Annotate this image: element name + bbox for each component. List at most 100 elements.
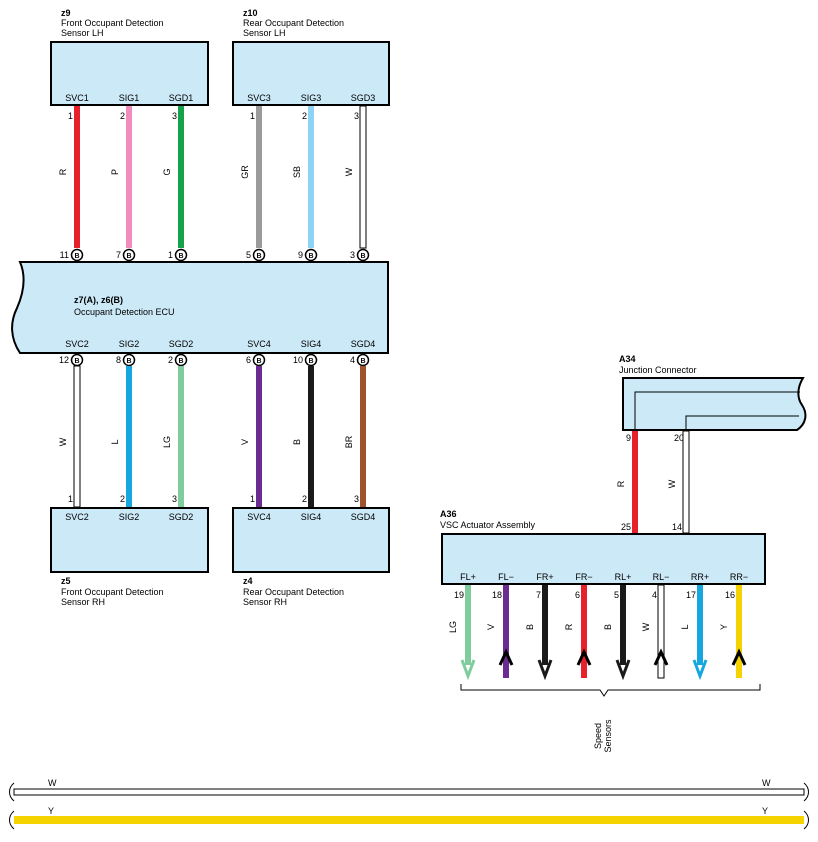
a34-junction-connector: A34 Junction Connector 9 20 bbox=[619, 354, 807, 443]
z4-pin-label-1: SVC4 bbox=[247, 512, 271, 522]
z10-ecu-pin-num-3: 3 bbox=[350, 250, 355, 260]
z4-wire-color-2: B bbox=[292, 439, 302, 445]
a36-can-wire-color-1: R bbox=[616, 480, 626, 487]
z9-wire-1 bbox=[74, 106, 80, 248]
a36-wire-color-4: R bbox=[564, 623, 574, 630]
a36-pin-label-6: RL− bbox=[653, 572, 670, 582]
z4-pin-label-2: SIG4 bbox=[301, 512, 322, 522]
z9-pin-num-3: 3 bbox=[172, 111, 177, 121]
a36-pin-num-6: 4 bbox=[652, 590, 657, 600]
z9-pin-num-1: 1 bbox=[68, 111, 73, 121]
bus-wire-1 bbox=[9, 782, 809, 802]
z9-ecu-connector-2: B bbox=[122, 248, 136, 262]
a36-pin-label-7: RR+ bbox=[691, 572, 709, 582]
a36-can-wire-1 bbox=[632, 431, 638, 533]
speed-sensors-bracket bbox=[460, 684, 761, 697]
z5-name-line2: Sensor RH bbox=[61, 597, 105, 607]
a36-can-pin-num-1: 25 bbox=[621, 522, 631, 532]
z5-wire-color-2: L bbox=[110, 439, 120, 444]
z9-pin-label-2: SIG1 bbox=[119, 93, 140, 103]
bus-label-right-1: W bbox=[762, 778, 771, 788]
z9-ecu-pin-num-1: 11 bbox=[60, 250, 69, 260]
a36-name: VSC Actuator Assembly bbox=[440, 520, 536, 530]
z4-ecu-connector-3: B bbox=[356, 353, 370, 367]
z10-pin-num-1: 1 bbox=[250, 111, 255, 121]
z9-wire-color-2: P bbox=[110, 169, 120, 175]
z4-code: z4 bbox=[243, 576, 253, 586]
a36-wire-color-3: B bbox=[525, 624, 535, 630]
z4-body bbox=[232, 507, 390, 573]
z10-ecu-connector-2: B bbox=[304, 248, 318, 262]
z10-ecu-connector-1: B bbox=[252, 248, 266, 262]
a36-wire-4 bbox=[576, 585, 592, 678]
z5-ecu-pin-label-3: SGD2 bbox=[169, 339, 194, 349]
z4-wire-color-3: BR bbox=[344, 435, 354, 448]
a36-pin-label-3: FR+ bbox=[536, 572, 553, 582]
svg-text:B: B bbox=[126, 253, 131, 260]
z5-ecu-pin-label-1: SVC2 bbox=[65, 339, 89, 349]
z4-wire-1 bbox=[256, 366, 262, 507]
z5-wire-1 bbox=[73, 365, 81, 508]
ecu-code: z7(A), z6(B) bbox=[74, 295, 123, 305]
a36-pin-label-1: FL+ bbox=[460, 572, 476, 582]
a36-pin-num-2: 18 bbox=[492, 590, 502, 600]
svg-text:B: B bbox=[308, 358, 313, 365]
z5-ecu-connector-1: B bbox=[70, 353, 84, 367]
z10-ecu-pin-num-2: 9 bbox=[298, 250, 303, 260]
z4-pin-label-3: SGD4 bbox=[351, 512, 376, 522]
z9-sensor: z9 Front Occupant Detection Sensor LH SV… bbox=[50, 8, 209, 276]
svg-text:B: B bbox=[360, 358, 365, 365]
z10-pin-label-2: SIG3 bbox=[301, 93, 322, 103]
a36-pin-label-2: FL− bbox=[498, 572, 514, 582]
a36-wire-color-2: V bbox=[486, 624, 496, 630]
a36-pin-label-4: FR− bbox=[575, 572, 592, 582]
z9-body bbox=[50, 41, 209, 106]
a36-pin-num-8: 16 bbox=[725, 590, 735, 600]
z9-ecu-pin-num-3: 1 bbox=[168, 250, 173, 260]
a36-wire-2 bbox=[498, 585, 514, 678]
svg-text:B: B bbox=[74, 358, 79, 365]
z4-pin-num-3: 3 bbox=[354, 494, 359, 504]
a36-pin-num-5: 5 bbox=[614, 590, 619, 600]
a36-wire-8 bbox=[731, 585, 747, 678]
z4-ecu-pin-num-3: 4 bbox=[350, 355, 355, 365]
z5-pin-label-2: SIG2 bbox=[119, 512, 140, 522]
svg-text:B: B bbox=[178, 253, 183, 260]
z4-pin-num-2: 2 bbox=[302, 494, 307, 504]
z4-name-line2: Sensor RH bbox=[243, 597, 287, 607]
a36-wire-color-6: W bbox=[641, 622, 651, 631]
svg-text:B: B bbox=[360, 253, 365, 260]
z9-ecu-pin-num-2: 7 bbox=[116, 250, 121, 260]
z10-name-line2: Sensor LH bbox=[243, 28, 286, 38]
z4-wire-color-1: V bbox=[240, 439, 250, 445]
z9-pin-label-3: SGD1 bbox=[169, 93, 194, 103]
z9-code: z9 bbox=[61, 8, 71, 18]
z9-pin-label-1: SVC1 bbox=[65, 93, 89, 103]
ecu-body bbox=[11, 261, 389, 354]
z10-body bbox=[232, 41, 390, 106]
z4-name-line1: Rear Occupant Detection bbox=[243, 587, 344, 597]
bus-label-left-1: W bbox=[48, 778, 57, 788]
z5-pin-num-2: 2 bbox=[120, 494, 125, 504]
a36-can-wire-color-2: W bbox=[667, 479, 677, 488]
speed-sensors-label-2: Sensors bbox=[603, 719, 613, 753]
svg-text:B: B bbox=[256, 358, 261, 365]
a36-can-pin-num-2: 14 bbox=[672, 522, 682, 532]
z5-wire-color-3: LG bbox=[162, 436, 172, 448]
svg-text:B: B bbox=[308, 253, 313, 260]
z4-ecu-connector-1: B bbox=[252, 353, 266, 367]
z5-ecu-connector-3: B bbox=[174, 353, 188, 367]
z10-wire-1 bbox=[256, 106, 262, 248]
z4-ecu-connector-2: B bbox=[304, 353, 318, 367]
z5-name-line1: Front Occupant Detection bbox=[61, 587, 164, 597]
z5-wire-2 bbox=[126, 366, 132, 507]
z9-wire-3 bbox=[178, 106, 184, 248]
a36-pin-num-1: 19 bbox=[454, 590, 464, 600]
z5-body bbox=[50, 507, 209, 573]
a36-wire-1 bbox=[460, 585, 476, 681]
z4-wire-2 bbox=[308, 366, 314, 507]
z5-ecu-pin-num-1: 12 bbox=[59, 355, 69, 365]
z5-ecu-pin-num-3: 2 bbox=[168, 355, 173, 365]
z9-name-line1: Front Occupant Detection bbox=[61, 18, 164, 28]
